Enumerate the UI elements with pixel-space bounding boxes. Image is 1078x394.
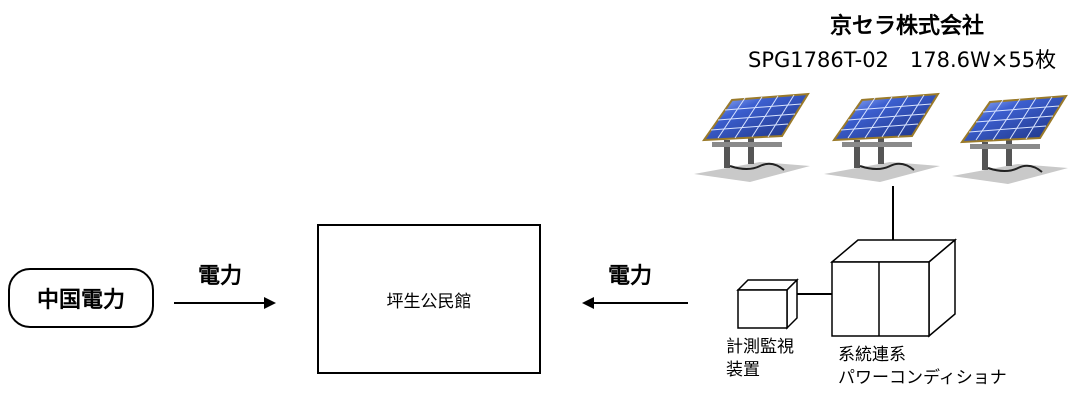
monitor-label-line2: 装置 (726, 360, 760, 380)
utility-node: 中国電力 (8, 268, 154, 328)
monitor-device-icon (736, 278, 799, 330)
power-flow-label-right: 電力 (608, 264, 653, 289)
inverter-label-line2: パワーコンディショナ (838, 368, 1007, 388)
hall-label: 坪生公民館 (386, 291, 472, 312)
inverter-label-line1: 系統連系 (838, 345, 906, 365)
arrowhead-right-icon (264, 297, 276, 309)
power-conditioner-icon (829, 238, 958, 338)
hall-node: 坪生公民館 (317, 224, 541, 374)
monitor-label-line1: 計測監視 (726, 337, 794, 357)
utility-label: 中国電力 (36, 288, 125, 313)
arrowhead-left-icon (582, 297, 594, 309)
model-spec-label: SPG1786T-02 178.6W×55枚 (748, 48, 1057, 72)
manufacturer-label: 京セラ株式会社 (830, 14, 985, 39)
power-flow-label-left: 電力 (198, 264, 243, 289)
